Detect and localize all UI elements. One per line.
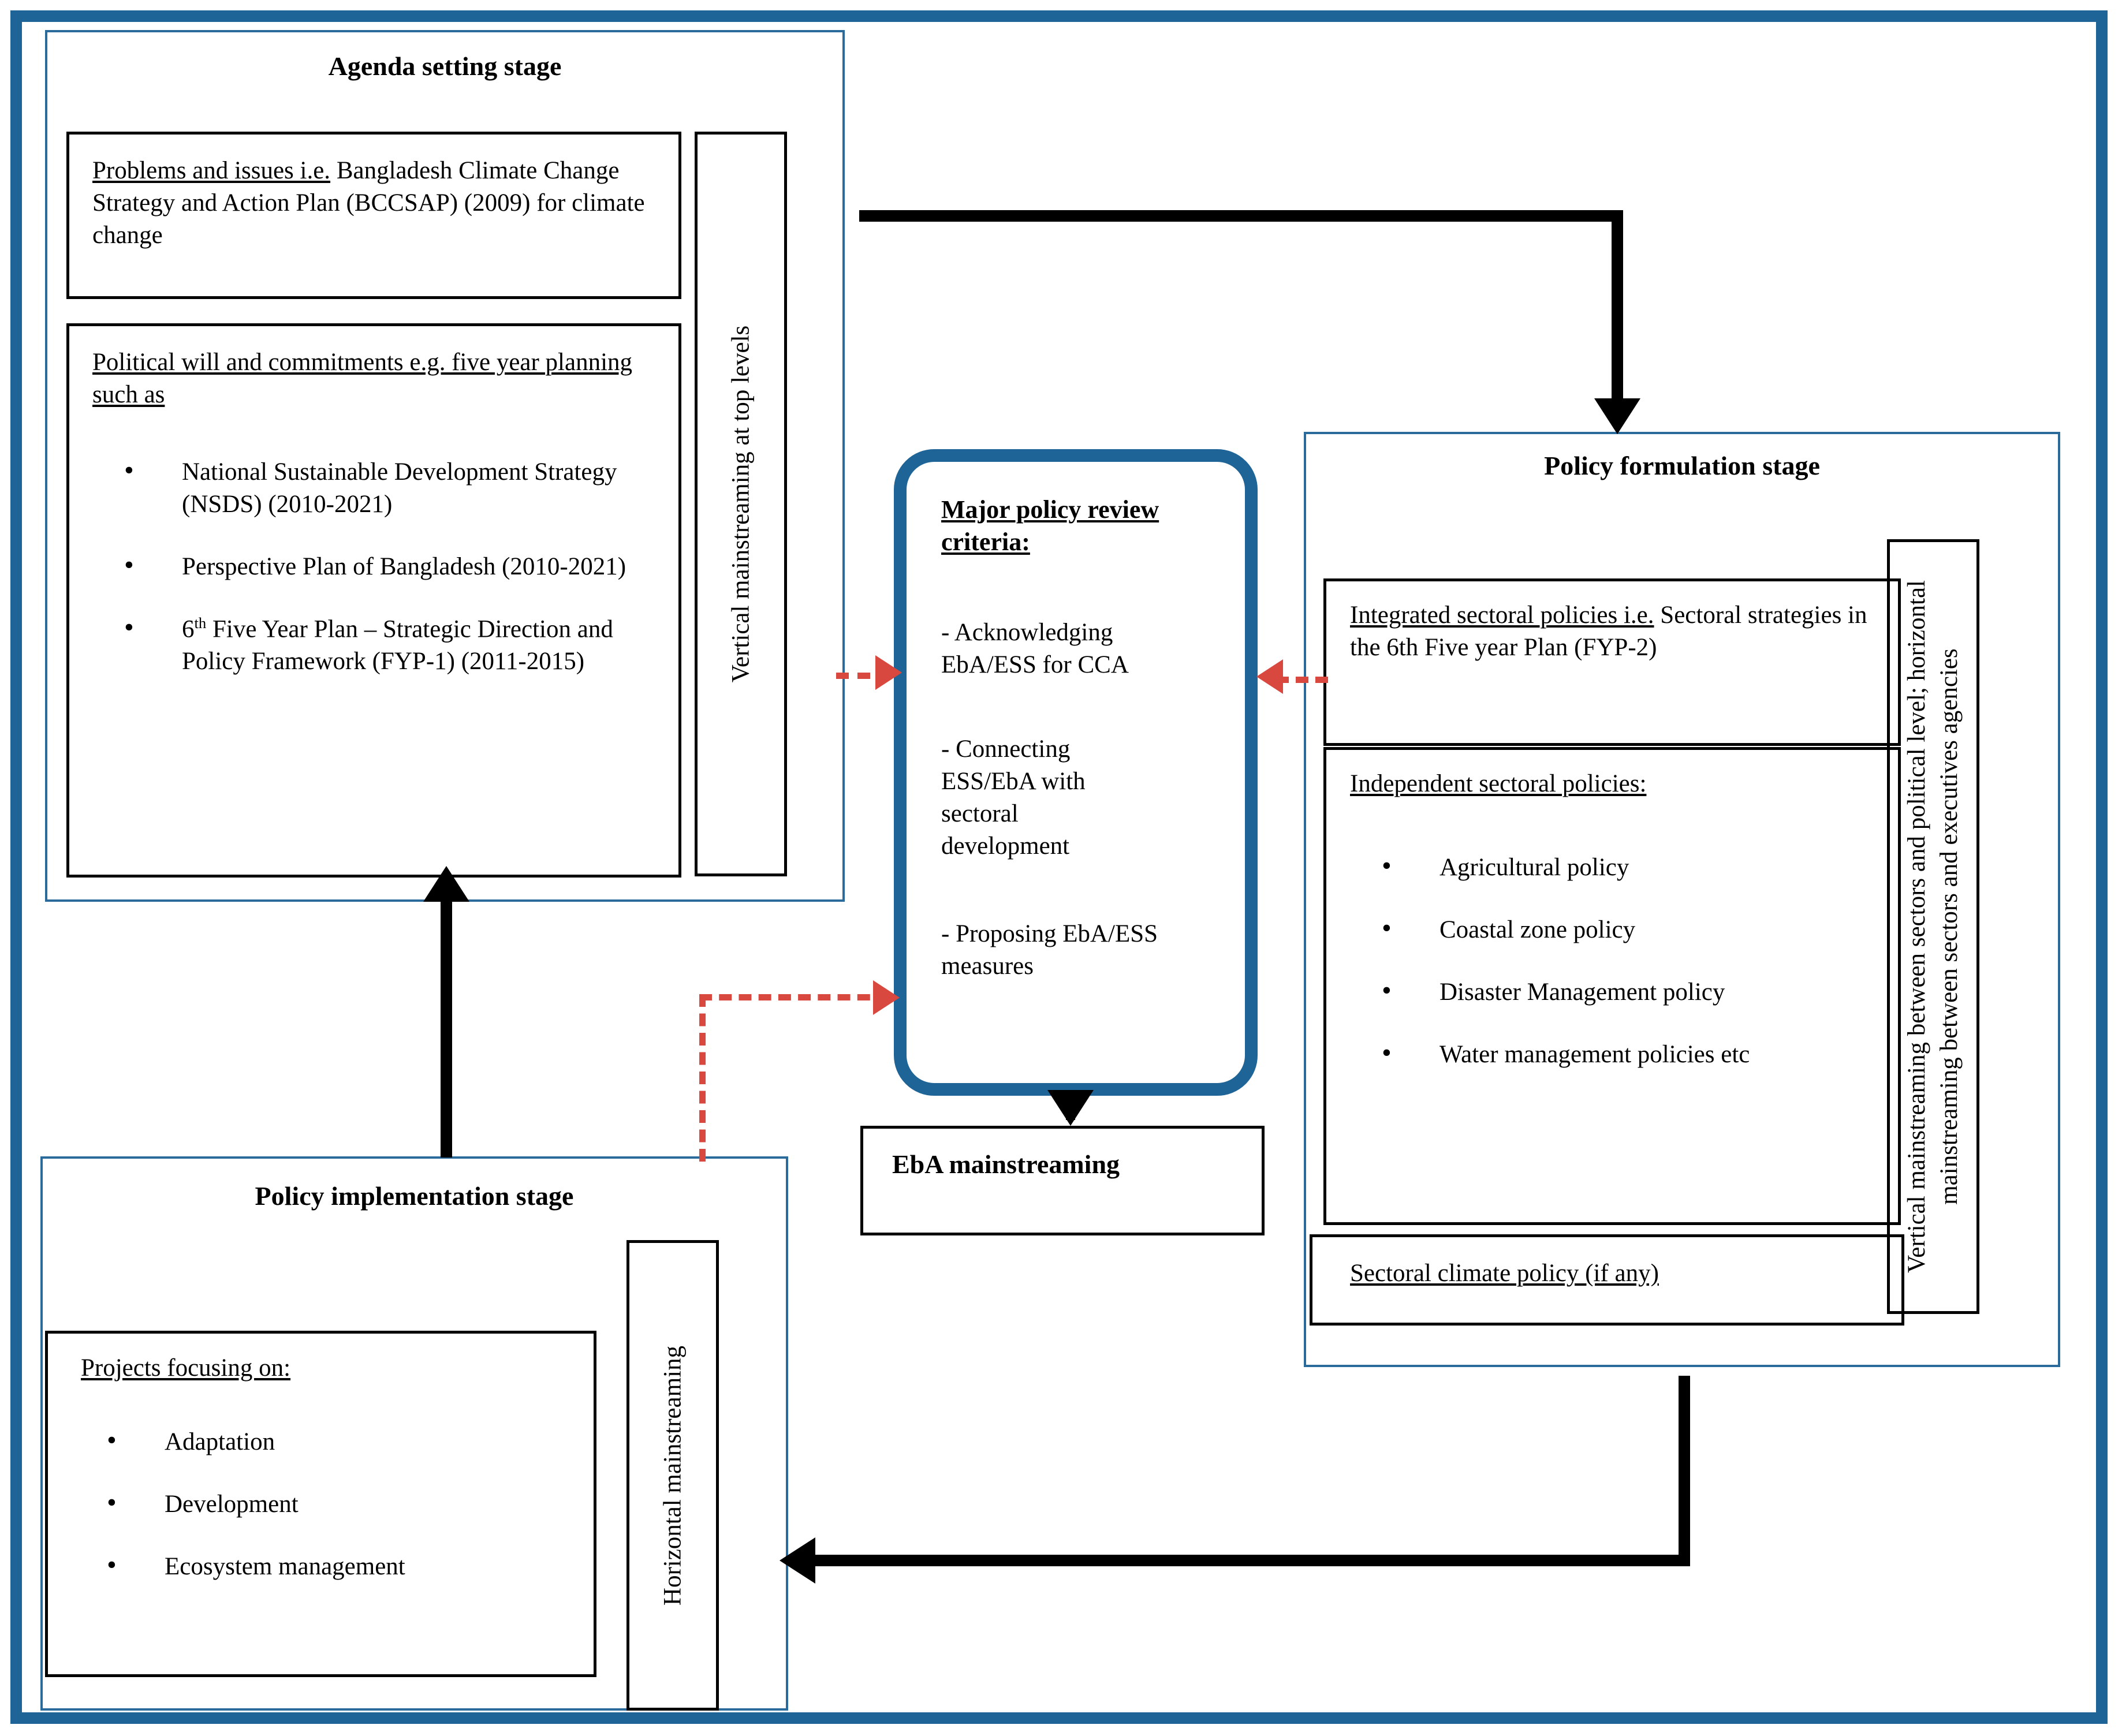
- dotted-formulation-to-central-arrowhead: [1256, 659, 1283, 694]
- projects-focusing-on-heading: Projects focusing on:: [81, 1352, 589, 1384]
- fyp1-base: 6: [182, 615, 195, 643]
- major-policy-review-heading: Major policy review criteria:: [941, 494, 1213, 559]
- list-item: Perspective Plan of Bangladesh (2010-202…: [92, 547, 655, 583]
- projects-lead-underlined: Projects focusing on:: [81, 1354, 291, 1382]
- vertical-horizontal-mainstreaming-label: Vertical mainstreaming between sectors a…: [1903, 580, 1963, 1273]
- independent-sectoral-policies-box: [1323, 747, 1901, 1225]
- independent-sectoral-policies-heading: Independent sectoral policies:: [1350, 768, 1878, 800]
- independent-lead-underlined: Independent sectoral policies:: [1350, 770, 1647, 797]
- vertical-horizontal-mainstreaming-box: Vertical mainstreaming between sectors a…: [1887, 539, 1979, 1314]
- fyp1-superscript: th: [194, 614, 207, 632]
- arrow-implementation-to-agenda-head: [423, 866, 469, 902]
- dotted-implementation-to-central-horizontal: [699, 994, 890, 1000]
- dotted-implementation-to-central-vertical: [699, 994, 706, 1162]
- arrow-implementation-to-agenda-shaft: [441, 898, 452, 1158]
- independent-sectoral-policies-list: Agricultural policy Coastal zone policy …: [1350, 848, 1881, 1071]
- major-policy-review-heading-text: Major policy review criteria:: [941, 495, 1159, 557]
- policy-formulation-stage-box: Policy formulation stage: [1304, 432, 2060, 1367]
- sectoral-climate-policy-text: Sectoral climate policy (if any): [1350, 1257, 1887, 1290]
- arrow-central-to-eba-head: [1047, 1090, 1094, 1126]
- arrow-formulation-to-implementation-head: [780, 1537, 815, 1584]
- arrow-agenda-to-formulation-horizontal: [859, 210, 1623, 222]
- vertical-mainstreaming-top-levels-box: Vertical mainstreaming at top levels: [695, 132, 787, 876]
- dotted-formulation-to-central-line: [1276, 677, 1328, 683]
- problems-rest: Bangladesh Climate Change Strategy and A…: [92, 157, 645, 249]
- list-item: Agricultural policy: [1350, 848, 1881, 884]
- policy-implementation-stage-box: Policy implementation stage: [40, 1156, 788, 1711]
- policy-implementation-stage-title: Policy implementation stage: [255, 1181, 574, 1211]
- horizontal-mainstreaming-label: Horizontal mainstreaming: [659, 1345, 687, 1606]
- arrow-formulation-to-implementation-vertical: [1679, 1376, 1690, 1566]
- list-item: Disaster Management policy: [1350, 973, 1881, 1009]
- problems-and-issues-text: Problems and issues i.e. Bangladesh Clim…: [92, 155, 655, 252]
- political-will-box: [66, 323, 681, 878]
- policy-formulation-stage-title: Policy formulation stage: [1544, 451, 1820, 480]
- dotted-agenda-to-central-line: [836, 673, 892, 679]
- dotted-implementation-to-central-arrowhead: [873, 980, 900, 1015]
- arrow-formulation-to-implementation-horizontal: [814, 1555, 1690, 1566]
- arrow-agenda-to-formulation-head: [1594, 398, 1640, 434]
- political-will-heading: Political will and commitments e.g. five…: [92, 346, 647, 411]
- integrated-lead-underlined: Integrated sectoral policies i.e.: [1350, 602, 1654, 629]
- vertical-mainstreaming-top-levels-label: Vertical mainstreaming at top levels: [727, 325, 755, 683]
- major-policy-review-criteria-box: [894, 449, 1258, 1096]
- integrated-rest: Sectoral strategies in the 6th Five year…: [1350, 602, 1867, 661]
- eba-mainstreaming-label: EbA mainstreaming: [892, 1149, 1120, 1179]
- list-item: Development: [75, 1485, 583, 1521]
- list-item: Adaptation: [75, 1423, 583, 1458]
- fyp1-rest: Five Year Plan – Strategic Direction and…: [182, 615, 613, 675]
- criteria-item-3: - Proposing EbA/ESS measures: [941, 920, 1158, 980]
- list-item: 6th Five Year Plan – Strategic Direction…: [92, 610, 655, 678]
- political-will-list: National Sustainable Development Strateg…: [92, 453, 655, 678]
- sectoral-climate-policy-label: Sectoral climate policy (if any): [1350, 1260, 1659, 1287]
- list-item: Ecosystem management: [75, 1547, 583, 1583]
- integrated-sectoral-policies-box: [1323, 578, 1901, 746]
- dotted-agenda-to-central-arrowhead: [875, 655, 902, 690]
- projects-focusing-on-list: Adaptation Development Ecosystem managem…: [75, 1423, 583, 1583]
- horizontal-mainstreaming-box: Horizontal mainstreaming: [626, 1240, 719, 1711]
- problems-and-issues-box: [66, 132, 681, 299]
- problems-lead-underlined: Problems and issues i.e.: [92, 157, 331, 184]
- projects-focusing-on-box: [45, 1331, 596, 1677]
- political-will-lead-underlined: Political will and commitments e.g. five…: [92, 349, 633, 408]
- integrated-sectoral-policies-text: Integrated sectoral policies i.e. Sector…: [1350, 599, 1878, 664]
- eba-mainstreaming-box: [860, 1126, 1265, 1235]
- list-item: Coastal zone policy: [1350, 910, 1881, 946]
- list-item: National Sustainable Development Strateg…: [92, 453, 655, 521]
- outer-frame: [10, 10, 2108, 1724]
- arrow-agenda-to-formulation-vertical: [1612, 210, 1623, 409]
- list-item: Water management policies etc: [1350, 1035, 1881, 1071]
- sectoral-climate-policy-box: [1310, 1234, 1904, 1326]
- agenda-setting-stage-title: Agenda setting stage: [328, 51, 562, 81]
- criteria-item-2: - Connecting ESS/EbA with sectoral devel…: [941, 736, 1086, 860]
- criteria-item-1: - Acknowledging EbA/ESS for CCA: [941, 619, 1129, 678]
